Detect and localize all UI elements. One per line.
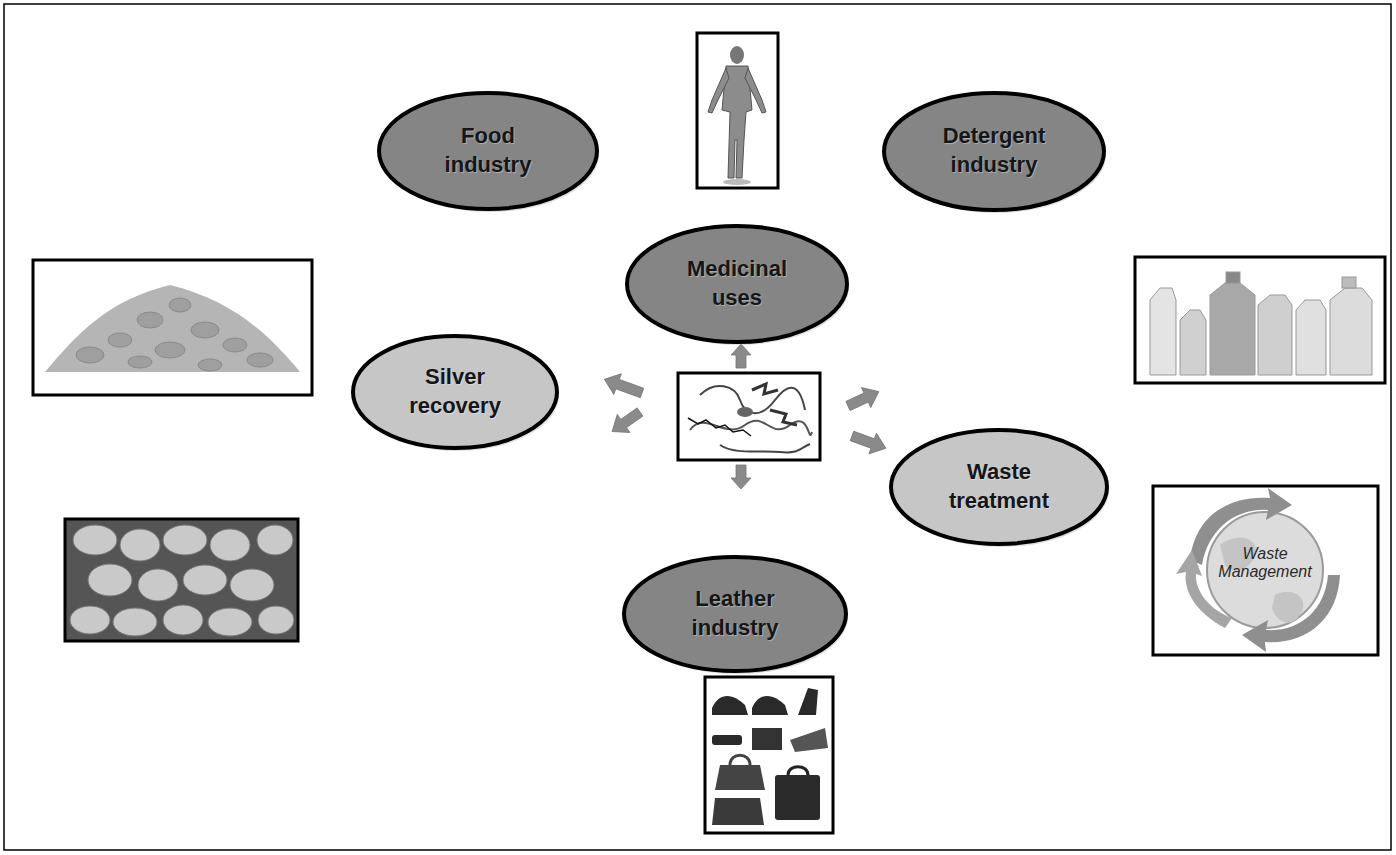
- node-content: Silver recovery: [349, 332, 561, 452]
- silver-nuggets: [65, 519, 298, 641]
- node-content: Detergent industry: [880, 89, 1108, 214]
- ellipse-node: Detergent industry: [880, 89, 1108, 214]
- recycle-globe: [1153, 486, 1378, 655]
- node-content: Food industry: [375, 89, 601, 213]
- ellipse-node: Waste treatment: [887, 426, 1111, 548]
- node-label: Waste treatment: [937, 458, 1062, 515]
- ellipse-shape: [623, 222, 851, 346]
- ellipse-shape: [880, 89, 1108, 214]
- node-content: Medicinal uses: [623, 222, 851, 346]
- ellipse-shape: [887, 426, 1111, 548]
- ellipse-node: Leather industry: [620, 553, 850, 675]
- node-content: Waste treatment: [887, 426, 1111, 548]
- node-label: Silver recovery: [393, 363, 518, 420]
- node-label: Medicinal uses: [675, 255, 800, 312]
- image-caption-text: Waste Management: [1210, 545, 1320, 582]
- food-pile: [33, 260, 312, 395]
- human-figure: [697, 33, 778, 188]
- node-content: Leather industry: [620, 553, 850, 675]
- node-label: Leather industry: [673, 585, 798, 642]
- ellipse-node: Food industry: [375, 89, 601, 213]
- block-arrows: [601, 344, 890, 489]
- node-label: Food industry: [426, 122, 551, 179]
- ellipse-shape: [375, 89, 601, 213]
- detergent-bottles: [1135, 257, 1385, 383]
- ellipse-node: Silver recovery: [349, 332, 561, 452]
- ellipse-node: Medicinal uses: [623, 222, 851, 346]
- node-label: Detergent industry: [932, 122, 1057, 179]
- protein-structure: [678, 373, 820, 460]
- leather-goods: [705, 677, 833, 833]
- ellipse-shape: [349, 332, 561, 452]
- ellipse-shape: [620, 553, 850, 675]
